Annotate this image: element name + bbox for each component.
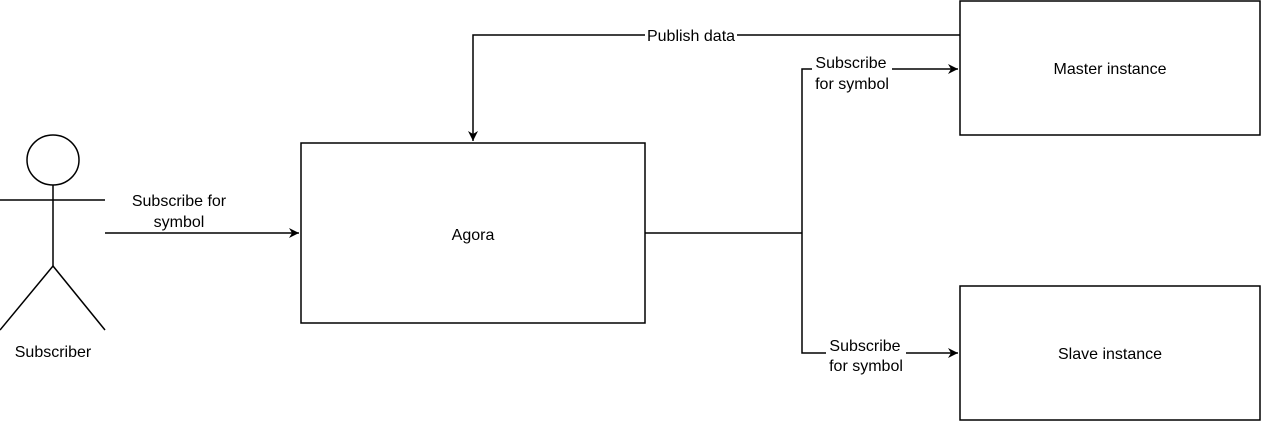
edge-subscriber-to-agora-label-line1: Subscribe for: [132, 193, 227, 210]
agora-box: [300, 142, 646, 324]
edge-agora-to-slave[interactable]: Subscribe for symbol: [801, 233, 958, 375]
slave-instance-node[interactable]: Slave instance: [959, 285, 1261, 421]
slave-instance-label: Slave instance: [1058, 346, 1162, 363]
actor-right-leg: [52, 265, 106, 331]
agora-label: Agora: [452, 227, 495, 244]
edge-agora-to-slave-line: [801, 233, 958, 358]
edge-agora-to-master-label-bg: [812, 54, 892, 92]
edge-agora-to-slave-label-line2: for symbol: [829, 358, 903, 375]
subscriber-actor[interactable]: Subscriber: [0, 134, 106, 361]
edge-master-to-agora-label-bg: [645, 26, 737, 44]
edge-master-to-agora[interactable]: Publish data: [468, 26, 960, 141]
edge-agora-to-master[interactable]: Subscribe for symbol: [801, 54, 958, 233]
agora-node[interactable]: Agora: [300, 142, 646, 324]
edge-master-to-agora-label: Publish data: [647, 28, 735, 45]
edge-agora-to-master-line: [801, 64, 958, 233]
edge-subscriber-to-agora[interactable]: Subscribe for symbol: [105, 193, 299, 238]
edge-agora-to-slave-label-bg: [826, 337, 906, 375]
actor-left-leg: [0, 265, 54, 331]
edge-agora-to-master-label-line1: Subscribe: [815, 55, 886, 72]
edge-agora-to-master-label-line2: for symbol: [815, 76, 889, 93]
actor-head: [26, 134, 80, 186]
edge-agora-to-slave-label-line1: Subscribe: [829, 338, 900, 355]
master-instance-node[interactable]: Master instance: [959, 0, 1261, 136]
edge-subscriber-to-agora-label-line2: symbol: [154, 214, 205, 231]
subscriber-label: Subscriber: [15, 344, 92, 361]
master-instance-box: [959, 0, 1261, 136]
edge-master-to-agora-line: [468, 34, 960, 141]
master-instance-label: Master instance: [1054, 61, 1167, 78]
slave-instance-box: [959, 285, 1261, 421]
